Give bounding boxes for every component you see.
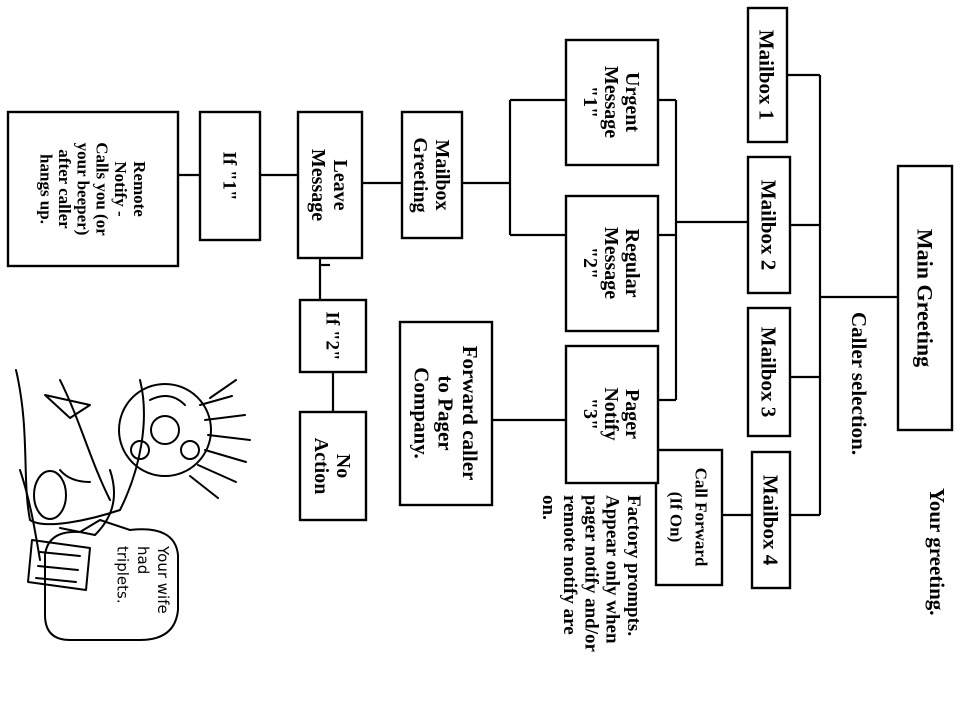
your-greeting-line: Your greeting. — [925, 488, 949, 616]
regular-message-label-line: "2" — [579, 247, 601, 279]
leave-message-label-line: Leave — [329, 159, 351, 210]
remote-notify-label-line: hangs up. — [36, 154, 55, 224]
mailbox-greeting-box: MailboxGreeting — [400, 110, 464, 240]
urgent-message-label-line: Urgent — [621, 72, 643, 132]
mailbox-4-box: Mailbox 4 — [750, 450, 792, 590]
forward-to-pager-label-line: Forward caller — [458, 346, 482, 481]
mailbox-3-box: Mailbox 3 — [746, 306, 792, 438]
speech-bubble-line: Your wife — [154, 545, 172, 614]
leave-message-label-line: Message — [307, 149, 329, 221]
svg-text:Call Forward(If On): Call Forward (If On) — [667, 468, 711, 567]
mailbox-2-box: Mailbox 2 — [746, 155, 792, 295]
speech-bubble-line: had — [134, 546, 152, 574]
svg-text:RegularMessage"2": RegularMessage"2" — [579, 227, 643, 299]
regular-message-label-line: Regular — [621, 229, 643, 298]
svg-text:MailboxGreeting: MailboxGreeting — [409, 137, 453, 212]
svg-text:Main Greeting: Main Greeting — [912, 229, 937, 367]
factory-prompts-line: on. — [538, 495, 559, 520]
speech-bubble-line: triplets. — [114, 546, 132, 604]
mailbox-2-label-line: Mailbox 2 — [757, 180, 781, 270]
pager-notify-label-line: Pager — [621, 389, 643, 439]
factory-prompts-line: Factory prompts. — [623, 495, 644, 636]
call-forward-box: Call Forward (If On) — [654, 448, 724, 587]
no-action-label-line: No — [332, 454, 354, 478]
mailbox-greeting-label-line: Mailbox — [431, 139, 453, 210]
if-2-box: If "2" — [298, 298, 368, 374]
urgent-message-label-line: Message — [600, 66, 622, 138]
svg-text:If "2": If "2" — [321, 311, 342, 360]
svg-text:Mailbox 3: Mailbox 3 — [757, 327, 781, 417]
mailbox-1-label-line: Mailbox 1 — [755, 30, 779, 120]
pager-notify-label-line: Notify — [600, 387, 622, 440]
mailbox-1-box: Mailbox 1 — [746, 6, 789, 144]
main-greeting-label-line: Main Greeting — [912, 229, 937, 367]
cartoon-illustration — [15, 369, 251, 641]
if-1-box: If "1" — [198, 110, 262, 242]
forward-to-pager-label-line: Company. — [410, 367, 434, 459]
remote-notify-label-line: your beeper) — [74, 143, 93, 236]
mailbox-3-label-line: Mailbox 3 — [757, 327, 781, 417]
call-forward-label-line: (If On) — [667, 492, 686, 543]
caller-selection-note: Caller selection. — [847, 312, 871, 455]
connector-lines — [178, 73, 898, 517]
speech-bubble-text: Your wifehadtriplets. — [114, 545, 173, 614]
svg-text:PagerNotify"3": PagerNotify"3" — [579, 387, 643, 440]
svg-text:RemoteNotify -Calls you (oryou: RemoteNotify -Calls you (oryour beeper)a… — [36, 142, 149, 236]
remote-notify-label-line: Remote — [130, 161, 149, 217]
svg-text:LeaveMessage: LeaveMessage — [307, 149, 351, 221]
svg-text:If "1": If "1" — [218, 151, 239, 200]
svg-text:NoAction: NoAction — [310, 438, 354, 495]
pager-notify-box: PagerNotify"3" — [564, 344, 660, 485]
regular-message-box: RegularMessage"2" — [564, 194, 660, 333]
remote-notify-label-line: Notify - — [111, 161, 130, 217]
forward-to-pager-box: Forward callerto PagerCompany. — [398, 320, 494, 507]
urgent-message-label-line: "1" — [579, 86, 601, 118]
leave-message-box: LeaveMessage — [296, 110, 364, 260]
svg-text:Forward callerto PagerCompany.: Forward callerto PagerCompany. — [410, 346, 482, 481]
if-1-label-line: If "1" — [218, 151, 239, 200]
regular-message-label-line: Message — [600, 227, 622, 299]
mailbox-greeting-label-line: Greeting — [409, 137, 431, 212]
if-2-label-line: If "2" — [321, 311, 342, 360]
svg-text:Mailbox 4: Mailbox 4 — [759, 475, 783, 566]
no-action-label-line: Action — [310, 438, 332, 495]
remote-notify-box: RemoteNotify -Calls you (oryour beeper)a… — [6, 110, 180, 268]
pager-notify-label-line: "3" — [579, 398, 601, 430]
forward-to-pager-label-line: to Pager — [434, 375, 458, 450]
urgent-message-box: UrgentMessage"1" — [564, 38, 660, 167]
svg-text:Mailbox 1: Mailbox 1 — [755, 30, 779, 120]
main-greeting-box: Main Greeting — [896, 164, 954, 432]
call-forward-label-line: Call Forward — [691, 468, 710, 567]
mailbox-4-label-line: Mailbox 4 — [759, 475, 783, 566]
factory-prompts-line: pager notify and/or — [580, 495, 601, 653]
no-action-box: NoAction — [298, 410, 368, 522]
svg-text:UrgentMessage"1": UrgentMessage"1" — [579, 66, 643, 138]
remote-notify-label-line: Calls you (or — [92, 142, 111, 236]
caller-selection-line: Caller selection. — [847, 312, 871, 455]
factory-prompts-note: Factory prompts.Appear only whenpager no… — [538, 495, 644, 653]
your-greeting-note: Your greeting. — [925, 488, 949, 616]
svg-text:Mailbox 2: Mailbox 2 — [757, 180, 781, 270]
factory-prompts-line: Appear only when — [602, 495, 623, 644]
factory-prompts-line: remote notify are — [559, 495, 580, 635]
remote-notify-label-line: after caller — [55, 149, 74, 229]
